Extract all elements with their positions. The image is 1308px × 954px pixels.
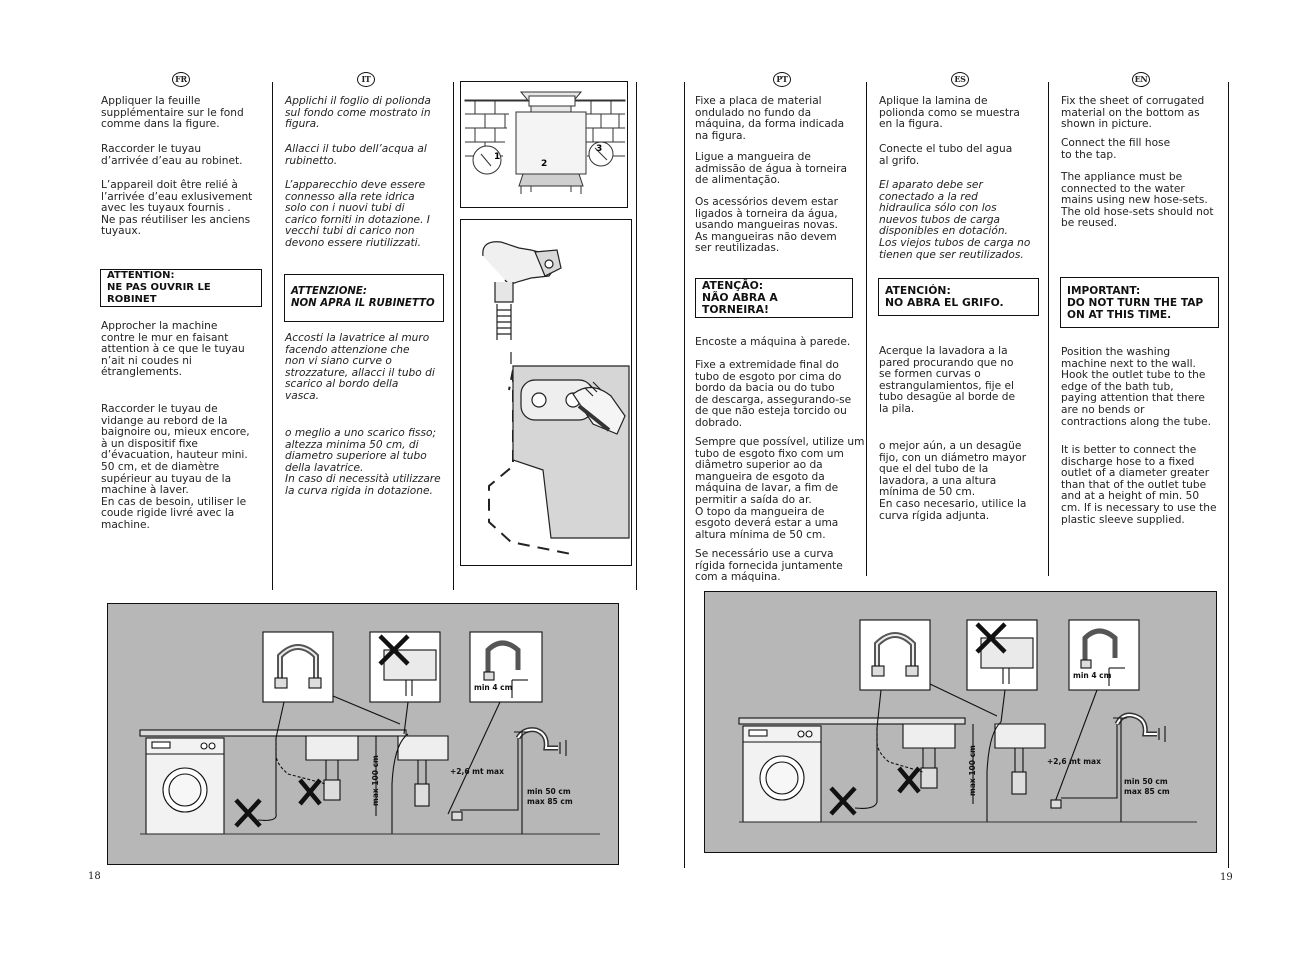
figure-label-1: 1: [494, 152, 500, 162]
drain-installation-diagram: min 4 cm +2,6 mt max min 50 cm max 85 cm…: [704, 591, 1217, 853]
fr-paragraph: Approcher la machine contre le mur en fa…: [101, 320, 245, 379]
language-badge-es: ES: [951, 72, 969, 87]
label-max-100: max 100 cm: [371, 755, 380, 806]
page-number: 18: [88, 871, 101, 882]
fr-paragraph: L’appareil doit être relié à l’arrivée d…: [101, 179, 253, 238]
pt-paragraph: Fixe a extremidade final do tubo de esgo…: [695, 359, 852, 429]
en-warning-box: IMPORTANT: DO NOT TURN THE TAP ON AT THI…: [1060, 277, 1219, 328]
language-badge-it: IT: [357, 72, 375, 87]
column-divider: [272, 82, 273, 590]
pt-paragraph: Sempre que possível, utilize um tubo de …: [695, 436, 865, 541]
column-divider: [866, 82, 867, 576]
label-mt-max: +2,6 mt max: [1047, 757, 1101, 766]
figure-label-3: 3: [596, 144, 602, 154]
it-paragraph: Accosti la lavatrice al muro facendo att…: [285, 332, 435, 402]
label-max-85: max 85 cm: [527, 797, 573, 806]
fr-warning-box: ATTENTION: NE PAS OUVRIR LE ROBINET: [100, 269, 262, 307]
es-warning-box: ATENCIÓN: NO ABRA EL GRIFO.: [878, 278, 1039, 316]
fr-paragraph: Appliquer la feuille supplémentaire sur …: [101, 95, 244, 131]
pt-paragraph: Encoste a máquina à parede.: [695, 336, 851, 348]
fr-paragraph: Raccorder le tuyau d’arrivée d’eau au ro…: [101, 143, 243, 167]
column-divider: [1048, 82, 1049, 576]
es-paragraph: Acerque la lavadora a la pared procurand…: [879, 345, 1016, 415]
pt-paragraph: Se necessário use a curva rígida forneci…: [695, 548, 843, 584]
en-paragraph: It is better to connect the discharge ho…: [1061, 444, 1217, 526]
column-divider: [636, 82, 637, 590]
drain-installation-diagram: min 4 cm +2,6 mt max min 50 cm max 85 cm…: [107, 603, 619, 865]
es-paragraph: Aplique la lamina de polionda como se mu…: [879, 95, 1020, 131]
pt-warning-box: ATENÇÃO: NÃO ABRA A TORNEIRA!: [695, 278, 853, 318]
en-paragraph: Connect the fill hose to the tap.: [1061, 137, 1171, 161]
pt-paragraph: Fixe a placa de material ondulado no fun…: [695, 95, 845, 142]
label-min-4cm: min 4 cm: [1073, 671, 1112, 680]
it-paragraph: Allacci il tubo dell’acqua al rubinetto.: [285, 143, 427, 167]
en-paragraph: The appliance must be connected to the w…: [1061, 171, 1214, 230]
tap-hose-illustration: [460, 219, 632, 566]
column-divider: [453, 82, 454, 590]
it-paragraph: o meglio a uno scarico fisso; altezza mi…: [285, 427, 441, 497]
es-paragraph: Conecte el tubo del agua al grifo.: [879, 143, 1013, 167]
label-mt-max: +2,6 mt max: [450, 767, 504, 776]
es-paragraph: El aparato debe ser conectado a la red h…: [879, 179, 1031, 261]
en-paragraph: Position the washing machine next to the…: [1061, 346, 1211, 428]
column-divider: [684, 82, 685, 868]
label-min-50: min 50 cm: [527, 787, 571, 796]
pt-paragraph: Os acessórios devem estar ligados à torn…: [695, 196, 839, 255]
page-number: 19: [1220, 872, 1233, 883]
label-max-85: max 85 cm: [1124, 787, 1170, 796]
language-badge-pt: PT: [773, 72, 791, 87]
label-min-50: min 50 cm: [1124, 777, 1168, 786]
it-paragraph: Applichi il foglio di polionda sul fondo…: [285, 95, 431, 131]
pt-paragraph: Ligue a mangueira de admissão de água à …: [695, 151, 847, 187]
es-paragraph: o mejor aún, a un desagüe fijo, con un d…: [879, 440, 1027, 522]
fr-paragraph: Raccorder le tuyau de vidange au rebord …: [101, 403, 250, 531]
it-warning-box: ATTENZIONE: NON APRA IL RUBINETTO: [284, 274, 444, 322]
language-badge-fr: FR: [172, 72, 190, 87]
language-badge-en: EN: [1132, 72, 1150, 87]
it-paragraph: L’apparecchio deve essere connesso alla …: [285, 179, 430, 249]
figure-label-2: 2: [541, 159, 547, 169]
column-divider: [1228, 82, 1229, 868]
en-paragraph: Fix the sheet of corrugated material on …: [1061, 95, 1205, 131]
machine-back-illustration: 1 2 3: [460, 81, 628, 208]
label-min-4cm: min 4 cm: [474, 683, 513, 692]
label-max-100: max 100 cm: [968, 745, 977, 796]
